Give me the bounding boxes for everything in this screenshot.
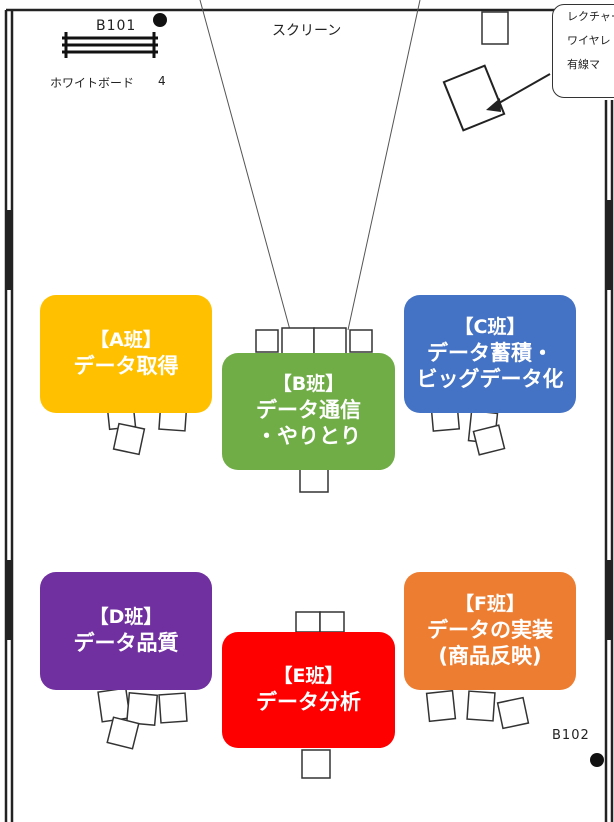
group-card-d: 【D班】 データ品質 [40, 572, 212, 690]
whiteboard-label: ホワイトボード [50, 76, 135, 90]
door-marker-bottom [590, 753, 604, 767]
projector-beam [199, 0, 421, 331]
group-b-line-1: データ通信 [256, 398, 361, 423]
group-f-title: 【F班】 [455, 592, 525, 615]
group-e-line-1: データ分析 [256, 689, 361, 714]
group-b-line-2: ・やりとり [256, 424, 361, 449]
group-c-line-1: データ蓄積・ [427, 340, 553, 365]
screen-label: スクリーン [272, 23, 342, 39]
group-card-b: 【B班】 データ通信 ・やりとり [222, 353, 395, 470]
group-c-title: 【C班】 [454, 315, 526, 338]
callout-line-3: 有線マ [567, 58, 600, 71]
group-c-line-2: ビッグデータ化 [416, 366, 564, 391]
callout-line-1: レクチャー [567, 10, 614, 23]
group-card-f: 【F班】 データの実装 (商品反映) [404, 572, 576, 690]
equipment-callout: レクチャー ワイヤレ 有線マ [552, 4, 614, 98]
room-id-bottom: B102 [552, 728, 590, 743]
group-b-title: 【B班】 [272, 373, 345, 396]
door-marker-top [153, 13, 167, 27]
group-d-title: 【D班】 [89, 606, 163, 628]
group-a-title: 【A班】 [90, 329, 162, 351]
group-e-title: 【E班】 [273, 665, 344, 687]
podium-icon [442, 64, 551, 132]
group-card-c: 【C班】 データ蓄積・ ビッグデータ化 [404, 295, 576, 413]
whiteboard-icon [62, 32, 158, 58]
group-d-line-1: データ品質 [73, 630, 179, 655]
callout-line-2: ワイヤレ [567, 34, 611, 47]
group-card-e: 【E班】 データ分析 [222, 632, 395, 748]
group-a-line-1: データ取得 [73, 353, 179, 378]
whiteboard-count: 4 [158, 74, 166, 88]
group-f-line-2: (商品反映) [438, 643, 542, 668]
group-card-a: 【A班】 データ取得 [40, 295, 212, 413]
room-id-top: B101 [96, 18, 137, 34]
group-f-line-1: データの実装 [427, 617, 553, 642]
